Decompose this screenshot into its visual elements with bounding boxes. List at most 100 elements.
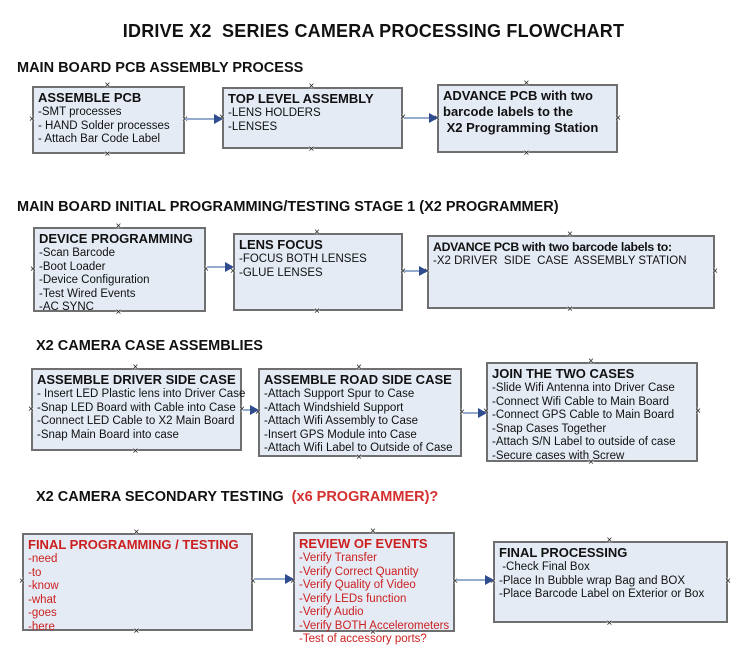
connection-handle-icon: × <box>104 80 111 91</box>
box-line: - Attach Bar Code Label <box>38 133 161 145</box>
box-line: -Test Wired Events <box>39 287 136 300</box>
page-title: IDRIVE X2 SERIES CAMERA PROCESSING FLOWC… <box>122 21 625 41</box>
connection-handle-icon: × <box>523 78 530 89</box>
box-line: -Insert GPS Module into Case <box>264 428 417 441</box>
flow-node-assemble-pcb: ASSEMBLE PCB -SMT processes- HAND Solder… <box>29 81 188 160</box>
connection-handle-icon: × <box>19 576 25 587</box>
box-line: -goes <box>28 607 57 619</box>
arrow-line <box>404 270 420 272</box>
box-line: -to <box>28 566 42 579</box>
box-title: ADVANCE PCB with two barcode labels to: <box>433 240 672 254</box>
box-line: -Connect Wifi Cable to Main Board <box>492 395 670 408</box>
box-line: -Secure cases with Screw <box>492 449 625 462</box>
box-line: -Verify BOTH Accelerometers <box>299 619 450 632</box>
box-title: FINAL PROCESSING <box>499 545 628 560</box>
box-line: -Check Final Box <box>499 561 590 573</box>
arrow-head-icon <box>478 408 487 418</box>
box-line: -Snap LED Board with Cable into Case <box>37 401 236 414</box>
section-header-case-assemblies: X2 CAMERA CASE ASSEMBLIES <box>36 338 263 354</box>
box-lines: -SMT processes- HAND Solder processes- A… <box>38 106 180 147</box>
box-title: ADVANCE PCB with two barcode labels to t… <box>443 88 599 135</box>
box-lines: -Slide Wifi Antenna into Driver Case-Con… <box>492 382 693 463</box>
box-lines: -X2 DRIVER SIDE CASE ASSEMBLY STATION <box>433 255 710 269</box>
arrow-line <box>404 117 430 119</box>
connection-handle-icon: × <box>615 112 621 124</box>
connection-handle-icon: × <box>132 362 139 373</box>
flow-node-assemble-driver-side-case: ASSEMBLE DRIVER SIDE CASE - Insert LED P… <box>28 363 245 457</box>
connection-handle-icon: × <box>28 403 34 415</box>
connector-arrow <box>207 262 234 273</box>
connector-arrow <box>404 266 428 277</box>
section-header-red-text: (x6 PROGRAMMER)? <box>291 489 439 505</box>
box-line: -Snap Main Board into case <box>37 428 179 441</box>
section-header-secondary-testing: X2 CAMERA SECONDARY TESTING (x6 PROGRAMM… <box>36 489 438 505</box>
connector-arrow <box>254 574 294 585</box>
arrow-line <box>185 118 215 120</box>
box-line: -Device Configuration <box>39 274 150 286</box>
box-line: -Verify Transfer <box>299 552 377 564</box>
box-title: REVIEW OF EVENTS <box>299 536 428 551</box>
connector-arrow <box>463 408 487 419</box>
section-header-pcb-assembly: MAIN BOARD PCB ASSEMBLY PROCESS <box>17 60 304 76</box>
box-line: -LENSES <box>228 120 278 133</box>
box-line: -know <box>28 580 59 592</box>
box-lines: -Verify Transfer-Verify Correct Quantity… <box>299 552 450 647</box>
box-lines: -Attach Support Spur to Case-Attach Wind… <box>264 388 457 456</box>
connection-handle-icon: × <box>356 362 362 373</box>
box-line: -Test of accessory ports? <box>299 633 427 645</box>
arrow-line <box>463 412 479 414</box>
connection-handle-icon: × <box>588 356 594 367</box>
arrow-head-icon <box>285 574 294 584</box>
connection-handle-icon: × <box>725 576 731 587</box>
flow-node-final-processing: FINAL PROCESSING -Check Final Box-Place … <box>490 536 731 629</box>
box-line: -here <box>28 620 55 633</box>
connection-handle-icon: × <box>567 229 573 240</box>
box-title: FINAL PROGRAMMING / TESTING <box>28 537 239 552</box>
box-title: ASSEMBLE DRIVER SIDE CASE <box>37 372 236 387</box>
arrow-line <box>207 266 226 268</box>
connection-handle-icon: × <box>115 221 122 232</box>
box-line: -Verify LEDs function <box>299 592 407 605</box>
connection-handle-icon: × <box>606 618 613 629</box>
box-lines: -Check Final Box-Place In Bubble wrap Ba… <box>499 561 723 602</box>
box-line: -Place In Bubble wrap Bag and BOX <box>499 574 686 587</box>
box-lines: -Scan Barcode-Boot Loader-Device Configu… <box>39 247 201 315</box>
flow-node-advance-pcb-programming-station: ADVANCE PCB with two barcode labels to t… <box>434 79 621 159</box>
connection-handle-icon: × <box>133 527 140 538</box>
box-line: -Attach S/N Label to outside of case <box>492 436 676 448</box>
arrow-line <box>254 578 286 580</box>
box-line: -LENS HOLDERS <box>228 107 321 119</box>
box-line: -Connect GPS Cable to Main Board <box>492 409 675 421</box>
box-line: -Attach Wifi Label to Outside of Case <box>264 442 453 454</box>
arrow-head-icon <box>429 113 438 123</box>
box-title: ASSEMBLE PCB <box>38 90 142 105</box>
connector-arrow <box>185 114 223 125</box>
connection-handle-icon: × <box>523 148 530 159</box>
arrow-head-icon <box>419 266 428 276</box>
box-title: TOP LEVEL ASSEMBLY <box>228 91 374 106</box>
box-title: DEVICE PROGRAMMING <box>39 231 193 246</box>
flow-node-top-level-assembly: TOP LEVEL ASSEMBLY -LENS HOLDERS-LENSES … <box>219 82 406 155</box>
box-line: -Connect LED Cable to X2 Main Board <box>37 415 235 427</box>
connection-handle-icon: × <box>370 526 376 537</box>
box-lines: -FOCUS BOTH LENSES-GLUE LENSES <box>239 253 398 280</box>
box-title: ASSEMBLE ROAD SIDE CASE <box>264 372 452 387</box>
box-line: -Attach Wifi Assembly to Case <box>264 415 419 427</box>
flow-node-final-programming-testing: FINAL PROGRAMMING / TESTING -need-to-kno… <box>19 528 256 637</box>
connector-arrow <box>243 405 259 416</box>
connection-handle-icon: × <box>712 266 718 277</box>
connection-handle-icon: × <box>132 446 139 457</box>
box-line: -need <box>28 553 58 565</box>
box-line: -Place Barcode Label on Exterior or Box <box>499 588 705 600</box>
connection-handle-icon: × <box>30 263 36 275</box>
flow-node-join-two-cases: JOIN THE TWO CASES -Slide Wifi Antenna i… <box>483 357 701 468</box>
connection-handle-icon: × <box>308 81 315 92</box>
box-line: -Verify Quality of Video <box>299 579 416 591</box>
arrow-head-icon <box>225 262 234 272</box>
box-lines: - Insert LED Plastic lens into Driver Ca… <box>37 388 245 442</box>
connection-handle-icon: × <box>29 114 35 125</box>
box-line: -Attach Support Spur to Case <box>264 388 415 400</box>
box-line: -SMT processes <box>38 106 122 118</box>
connection-handle-icon: × <box>314 227 320 238</box>
connection-handle-icon: × <box>104 149 111 160</box>
